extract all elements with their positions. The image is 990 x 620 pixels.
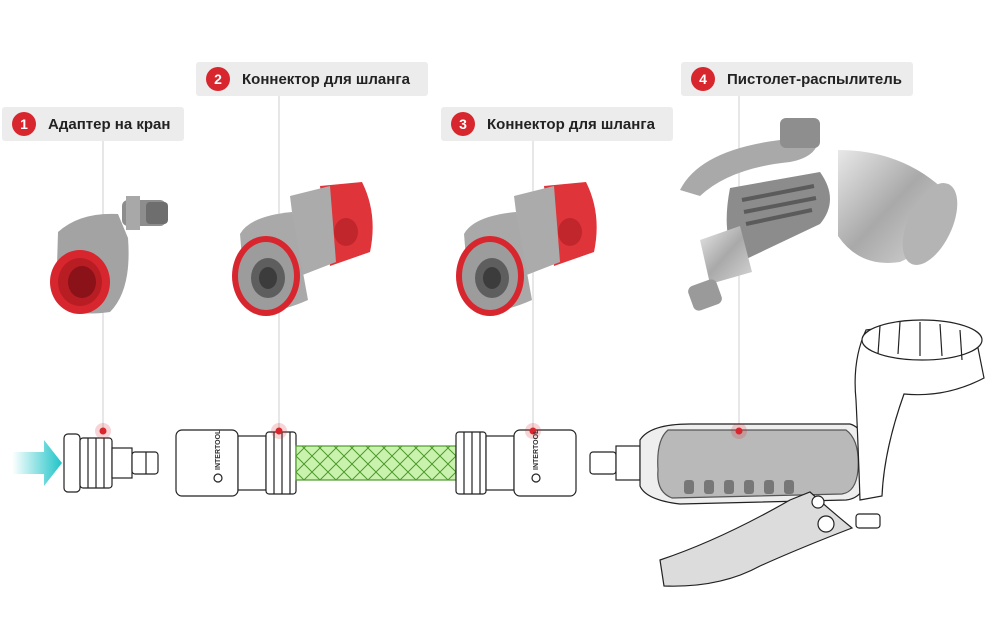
adapter-drawing (63, 433, 159, 493)
hose-connector-photo-1 (232, 182, 373, 316)
callout-number: 2 (206, 67, 230, 91)
water-inflow-arrow (12, 440, 62, 486)
callout-number: 1 (12, 112, 36, 136)
callout-spray-gun: 4 Пистолет-распылитель (681, 62, 913, 96)
connector-drawing-2 (455, 429, 577, 497)
connector-drawing-1 (175, 429, 297, 497)
assembly-drawing (12, 319, 985, 587)
callout-adapter: 1 Адаптер на кран (2, 107, 184, 141)
marker-points (95, 423, 747, 439)
callout-connector-2: 3 Коннектор для шланга (441, 107, 673, 141)
callout-connector-1: 2 Коннектор для шланга (196, 62, 428, 96)
callout-text: Адаптер на кран (48, 115, 171, 133)
spray-gun-drawing (589, 319, 985, 587)
tap-adapter-photo (50, 196, 168, 314)
brand-label-1: INTERTOOL (215, 429, 222, 470)
callout-number: 3 (451, 112, 475, 136)
hose-connector-photo-2 (456, 182, 597, 316)
callout-text: Коннектор для шланга (242, 70, 410, 88)
callout-text: Коннектор для шланга (487, 115, 655, 133)
callout-text: Пистолет-распылитель (727, 70, 903, 88)
leader-lines (102, 96, 740, 428)
hose-drawing (295, 445, 457, 481)
spray-gun-photo (680, 118, 958, 311)
brand-label-2: INTERTOOL (533, 429, 540, 470)
callout-number: 4 (691, 67, 715, 91)
